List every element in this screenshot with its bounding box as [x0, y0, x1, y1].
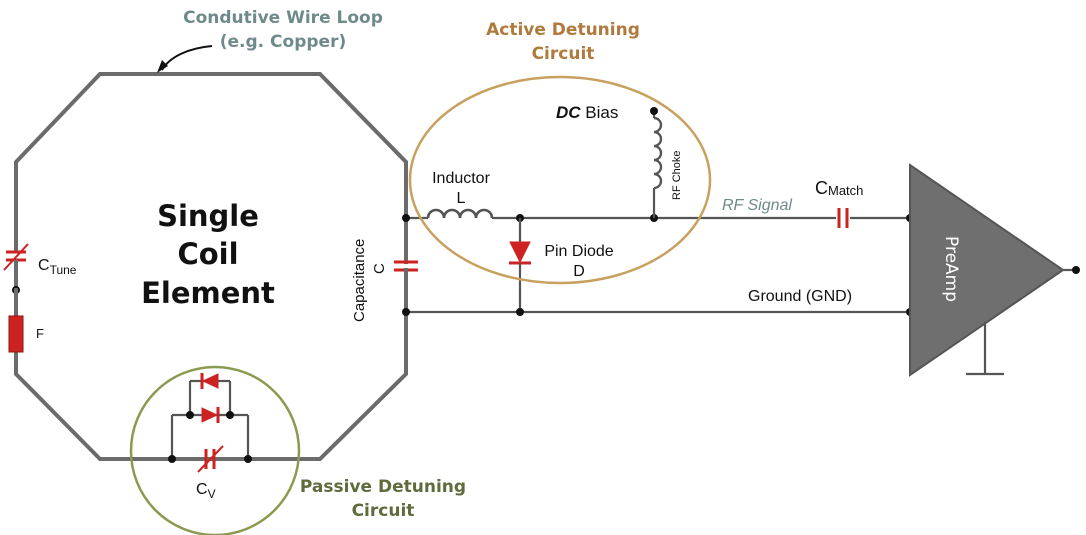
- node-dot: [516, 308, 524, 316]
- coil-title-line3: Element: [141, 276, 275, 310]
- node-dot: [402, 214, 410, 222]
- ground-label: Ground (GND): [748, 288, 852, 305]
- coil-title-line1: Single: [157, 199, 259, 233]
- node-dot: [168, 455, 176, 463]
- cv-label: CV: [196, 481, 216, 501]
- fuse-label: F: [36, 326, 44, 341]
- match-capacitor-icon: [837, 208, 910, 228]
- capacitance-symbol: C: [371, 263, 388, 274]
- active-detuning-subtitle: Circuit: [532, 44, 595, 64]
- c-tune-label: CTune: [38, 257, 77, 277]
- node-dot: [186, 411, 194, 419]
- node-dot: [244, 455, 252, 463]
- pointer-arrow: [161, 45, 213, 71]
- wire-loop-title: Condutive Wire Loop: [183, 8, 383, 28]
- inductor-label: Inductor: [432, 170, 490, 187]
- diode-icon: [201, 407, 219, 423]
- capacitance-icon: [394, 218, 418, 314]
- rf-choke-icon: [652, 111, 663, 218]
- arrow-head-icon: [157, 60, 168, 73]
- fuse-icon: [8, 288, 24, 353]
- inductor-symbol: L: [457, 190, 466, 207]
- passive-detuning-circuit: [170, 373, 250, 473]
- pin-diode-icon: [509, 218, 531, 312]
- rf-signal-label: RF Signal: [722, 197, 792, 214]
- preamp-icon: [909, 163, 1076, 377]
- dc-bias-terminal: [650, 107, 658, 115]
- passive-detuning-title: Passive Detuning: [300, 477, 466, 497]
- passive-detuning-outline: [129, 365, 301, 535]
- preamp-label: PreAmp: [941, 236, 961, 302]
- passive-detuning-subtitle: Circuit: [352, 501, 415, 521]
- dc-bias-label: DC Bias: [556, 103, 618, 122]
- capacitance-label: Capacitance: [351, 239, 368, 322]
- rf-choke-label: RF Choke: [671, 150, 683, 200]
- wire-loop-subtitle: (e.g. Copper): [220, 32, 346, 52]
- preamp-output-dot: [1072, 266, 1080, 274]
- pin-diode-label: Pin Diode: [544, 243, 613, 260]
- node-dot: [402, 308, 410, 316]
- tune-capacitor-icon: [3, 225, 29, 271]
- active-detuning-title: Active Detuning: [486, 20, 640, 40]
- active-detuning-outline: [408, 75, 712, 285]
- pin-diode-symbol: D: [573, 263, 585, 280]
- c-match-label: CMatch: [815, 178, 863, 198]
- node-dot: [226, 411, 234, 419]
- coil-title-line2: Coil: [177, 237, 238, 271]
- diode-icon: [201, 373, 219, 389]
